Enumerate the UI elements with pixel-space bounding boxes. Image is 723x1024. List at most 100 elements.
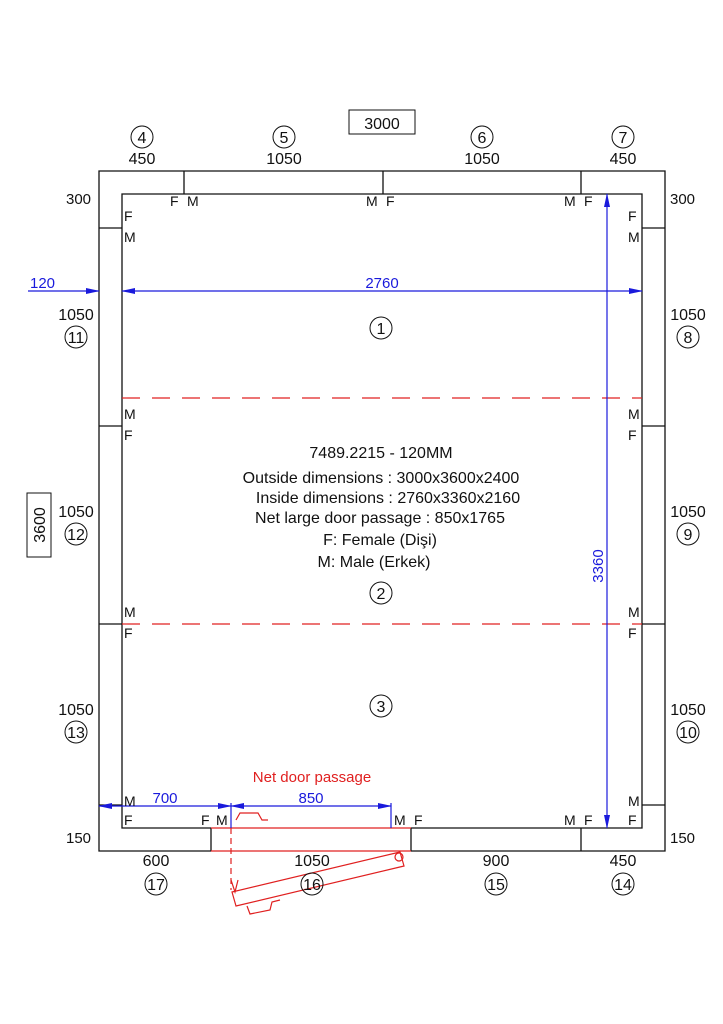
- panel-number-circle: [64, 720, 88, 744]
- door[interactable]: [211, 812, 411, 915]
- door-passage-dim: 850: [298, 790, 323, 807]
- wall-panel: 5: [272, 125, 296, 149]
- panel-number: 17: [147, 877, 165, 894]
- panel-size: 1050: [670, 307, 706, 324]
- female-joint-mark: F: [170, 193, 179, 209]
- panel-number: 11: [68, 330, 85, 347]
- panel-number: 12: [67, 527, 85, 544]
- corner-dim: 150: [670, 830, 695, 847]
- legend-female: F: Female (Dişi): [323, 532, 437, 549]
- overall-length-box: [26, 492, 52, 558]
- panel-number-circle: [272, 125, 296, 149]
- female-joint-mark: F: [386, 193, 395, 209]
- panel-number-circle: [484, 872, 508, 896]
- female-joint-mark: F: [124, 208, 133, 224]
- panel-number: 2: [377, 586, 386, 603]
- panel-size: 1050: [58, 702, 94, 719]
- male-joint-mark: M: [628, 229, 640, 245]
- panel-number-circle: [300, 872, 324, 896]
- male-joint-mark: M: [187, 193, 199, 209]
- female-joint-mark: F: [584, 193, 593, 209]
- male-joint-mark: M: [394, 812, 406, 828]
- panel-number: 13: [67, 725, 85, 742]
- wall-panel: 17: [144, 872, 168, 896]
- wall-panel: 9: [676, 522, 700, 546]
- panel-number-circle: [369, 694, 393, 718]
- panel-number-circle: [611, 125, 635, 149]
- panel-number: 8: [684, 330, 693, 347]
- panel-number: 1: [377, 321, 386, 338]
- panel-size: 1050: [294, 853, 330, 870]
- overall-width: 3000: [364, 116, 400, 133]
- roof-panel: 2: [369, 581, 393, 605]
- panel-number-circle: [470, 125, 494, 149]
- panel-size: 1050: [266, 151, 302, 168]
- panel-number-circle: [611, 872, 635, 896]
- roof-panel: 3: [369, 694, 393, 718]
- male-joint-mark: M: [628, 406, 640, 422]
- panel-number: 3: [377, 699, 386, 716]
- male-joint-mark: M: [628, 604, 640, 620]
- panel-number-circle: [369, 316, 393, 340]
- female-joint-mark: F: [124, 427, 133, 443]
- wall-panel: 4: [130, 125, 154, 149]
- panel-number: 14: [614, 877, 632, 894]
- panel-number: 16: [303, 877, 321, 894]
- male-joint-mark: M: [628, 793, 640, 809]
- overall-length: 3600: [32, 507, 49, 543]
- male-joint-mark: M: [564, 812, 576, 828]
- panel-number: 7: [619, 130, 628, 147]
- wall-panel: 16: [300, 872, 324, 896]
- female-joint-mark: F: [124, 625, 133, 641]
- dimension-lines: [28, 193, 643, 829]
- door-passage-label: Net door passage: [253, 769, 371, 786]
- corner-dim: 150: [66, 830, 91, 847]
- female-joint-mark: F: [628, 812, 637, 828]
- female-joint-mark: F: [414, 812, 423, 828]
- panel-size: 1050: [670, 702, 706, 719]
- info-block: 7489.2215 - 120MM Outside dimensions : 3…: [243, 445, 521, 571]
- inner-width-dim: 2760: [365, 275, 398, 292]
- female-joint-mark: F: [628, 208, 637, 224]
- panel-number: 10: [679, 725, 697, 742]
- roof-joints: [122, 397, 642, 625]
- panel-number: 9: [684, 527, 693, 544]
- panel-size: 450: [610, 853, 637, 870]
- female-joint-mark: F: [584, 812, 593, 828]
- panel-labels: 4450510506105074501050111050121050131050…: [58, 125, 706, 896]
- wall-panel: 12: [64, 522, 88, 546]
- panel-number-circle: [130, 125, 154, 149]
- panel-size: 1050: [464, 151, 500, 168]
- inside-dimensions: Inside dimensions : 2760x3360x2160: [256, 490, 520, 507]
- male-joint-mark: M: [366, 193, 378, 209]
- panel-number-circle: [64, 325, 88, 349]
- male-joint-mark: M: [124, 229, 136, 245]
- panel-size: 1050: [58, 504, 94, 521]
- door-passage-info: Net large door passage : 850x1765: [255, 510, 505, 527]
- panel-number-circle: [144, 872, 168, 896]
- outside-dimensions: Outside dimensions : 3000x3600x2400: [243, 470, 520, 487]
- panel-size: 900: [483, 853, 510, 870]
- female-joint-mark: F: [124, 812, 133, 828]
- panel-number: 6: [478, 130, 487, 147]
- wall-panel: 11: [64, 325, 88, 349]
- wall-thickness-dim: 120: [30, 275, 55, 292]
- female-joint-mark: F: [201, 812, 210, 828]
- panel-size: 1050: [58, 307, 94, 324]
- drawing-title: 7489.2215 - 120MM: [309, 445, 452, 462]
- male-joint-mark: M: [216, 812, 228, 828]
- walls: [98, 170, 666, 852]
- panel-number-circle: [676, 720, 700, 744]
- panel-size: 1050: [670, 504, 706, 521]
- panel-size: 450: [610, 151, 637, 168]
- inner-length-dim: 3360: [590, 549, 607, 582]
- roof-panel: 1: [369, 316, 393, 340]
- male-joint-mark: M: [124, 793, 136, 809]
- wall-panel: 14: [611, 872, 635, 896]
- panel-number: 4: [138, 130, 147, 147]
- panel-number-circle: [64, 522, 88, 546]
- wall-panel: 13: [64, 720, 88, 744]
- panel-size: 450: [129, 151, 156, 168]
